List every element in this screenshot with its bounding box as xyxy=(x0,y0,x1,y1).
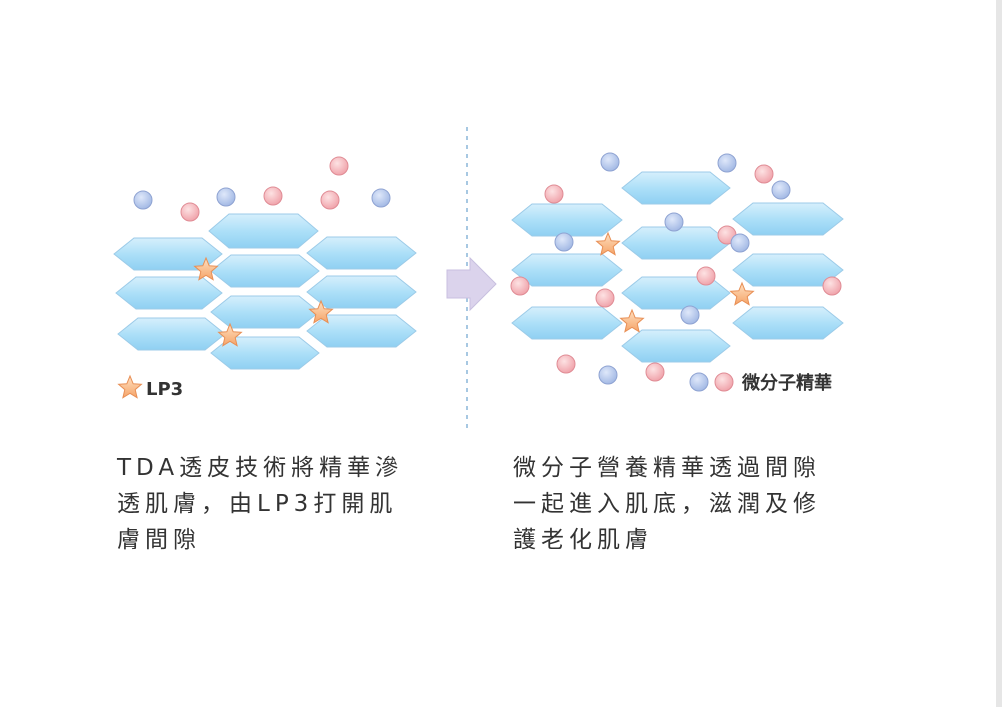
caption-line: 透肌膚，由LP3打開肌 xyxy=(117,491,398,517)
pink-molecule-icon xyxy=(754,164,774,184)
star-icon xyxy=(308,299,334,324)
skin-cell xyxy=(511,203,623,237)
blue-molecule-icon xyxy=(730,233,750,253)
skin-cell xyxy=(511,306,623,340)
skin-cell xyxy=(115,276,223,310)
caption-line: 護老化肌膚 xyxy=(513,527,653,553)
right-lp3-stars xyxy=(595,231,755,333)
molecule-legend: 微分子精華 xyxy=(689,372,832,394)
left-lp3-stars xyxy=(193,256,334,347)
pink-molecule-icon xyxy=(544,184,564,204)
star-icon xyxy=(729,281,755,306)
skin-cell xyxy=(306,236,417,270)
star-icon xyxy=(217,322,243,347)
caption-line: 一起進入肌底，滋潤及修 xyxy=(513,491,821,517)
blue-molecule-icon xyxy=(371,188,391,208)
caption-line: TDA透皮技術將精華滲 xyxy=(117,455,404,481)
blue-molecule-icon xyxy=(717,153,737,173)
right-molecules xyxy=(510,152,842,385)
right-arrow-icon xyxy=(446,256,497,312)
skin-cell xyxy=(210,295,320,329)
skin-cell xyxy=(732,253,844,287)
skin-cell xyxy=(732,306,844,340)
blue-molecule-icon xyxy=(664,212,684,232)
pink-molecule-icon xyxy=(645,362,665,382)
page-edge-strip xyxy=(996,0,1002,707)
caption-line: 膚間隙 xyxy=(117,527,201,553)
star-icon xyxy=(193,256,219,281)
molecule-legend-label: 微分子精華 xyxy=(741,372,832,394)
skin-cell xyxy=(511,253,623,287)
pink-molecule-icon xyxy=(822,276,842,296)
caption-line: 微分子營養精華透過間隙 xyxy=(513,455,821,481)
skin-cell xyxy=(117,317,226,351)
left-caption: TDA透皮技術將精華滲 透肌膚，由LP3打開肌 膚間隙 xyxy=(117,450,457,558)
skin-cell xyxy=(306,314,417,348)
pink-molecule-icon xyxy=(556,354,576,374)
skin-cell xyxy=(621,276,731,310)
blue-molecule-icon xyxy=(133,190,153,210)
right-skin-layer xyxy=(511,171,844,363)
pink-molecule-icon xyxy=(180,202,200,222)
pink-molecule-icon xyxy=(263,186,283,206)
lp3-legend: LP3 xyxy=(117,374,183,400)
skin-cell xyxy=(210,254,320,288)
pink-molecule-icon xyxy=(696,266,716,286)
star-icon xyxy=(595,231,621,256)
right-caption: 微分子營養精華透過間隙 一起進入肌底，滋潤及修 護老化肌膚 xyxy=(513,450,873,558)
blue-molecule-icon xyxy=(216,187,236,207)
skin-cell xyxy=(621,329,731,363)
pink-molecule-icon xyxy=(510,276,530,296)
skin-cell xyxy=(732,202,844,236)
blue-molecule-icon xyxy=(600,152,620,172)
skin-cell xyxy=(306,275,417,309)
skin-cell xyxy=(208,213,319,249)
star-icon xyxy=(117,374,143,399)
skin-cell xyxy=(113,237,223,271)
lp3-legend-label: LP3 xyxy=(146,379,183,400)
pink-molecule-icon xyxy=(714,372,734,392)
left-skin-layer xyxy=(113,213,417,370)
skin-cell xyxy=(621,226,731,260)
blue-molecule-icon xyxy=(680,305,700,325)
left-molecules xyxy=(133,156,391,222)
blue-molecule-icon xyxy=(689,372,709,392)
star-icon xyxy=(619,308,645,333)
blue-molecule-icon xyxy=(554,232,574,252)
pink-molecule-icon xyxy=(595,288,615,308)
blue-molecule-icon xyxy=(598,365,618,385)
skin-cell xyxy=(621,171,731,205)
pink-molecule-icon xyxy=(329,156,349,176)
pink-molecule-icon xyxy=(320,190,340,210)
blue-molecule-icon xyxy=(771,180,791,200)
